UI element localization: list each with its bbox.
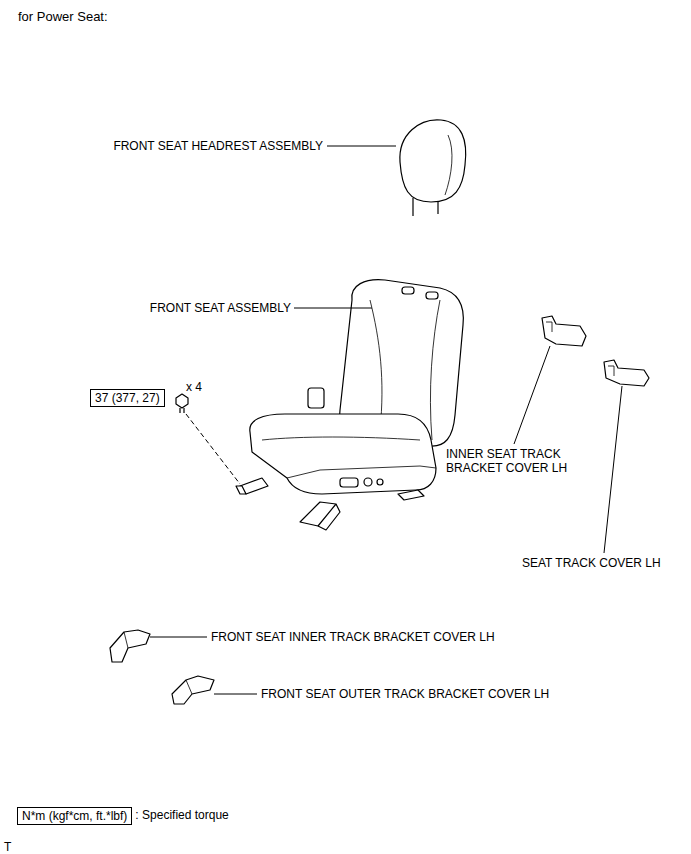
quantity-note: x 4 xyxy=(186,380,202,394)
seat-drawing xyxy=(236,280,463,530)
part-name: SEAT TRACK COVER LH xyxy=(522,556,661,570)
page-heading: for Power Seat: xyxy=(18,10,108,24)
leader-line xyxy=(604,386,622,553)
torque-box: 37 (377, 27) xyxy=(90,389,165,407)
cover-drawing xyxy=(172,676,214,704)
part-name: FRONT SEAT HEADREST ASSEMBLY xyxy=(113,139,323,153)
cover-drawing xyxy=(110,630,150,662)
bolt-drawing xyxy=(176,394,188,413)
leader-line xyxy=(214,694,257,695)
cover-drawing xyxy=(604,360,649,386)
leader-line xyxy=(514,346,550,444)
part-name: INNER SEAT TRACK BRACKET COVER LH xyxy=(446,447,571,475)
dashed-line xyxy=(186,414,240,484)
part-name: FRONT SEAT ASSEMBLY xyxy=(150,301,291,315)
legend-note: : Specified torque xyxy=(135,808,228,822)
leader-line xyxy=(150,637,207,638)
headrest-drawing xyxy=(400,120,466,216)
torque-value: N*m (kgf*cm, ft.*lbf) xyxy=(22,809,127,823)
part-name: FRONT SEAT INNER TRACK BRACKET COVER LH xyxy=(211,630,495,644)
torque-legend-box: N*m (kgf*cm, ft.*lbf) xyxy=(17,807,132,825)
leader-line xyxy=(327,146,396,147)
page-mark: T xyxy=(4,840,11,854)
leader-line xyxy=(294,308,372,309)
torque-value: 37 (377, 27) xyxy=(95,391,160,405)
cover-drawing xyxy=(542,316,586,346)
part-name: FRONT SEAT OUTER TRACK BRACKET COVER LH xyxy=(261,687,549,701)
